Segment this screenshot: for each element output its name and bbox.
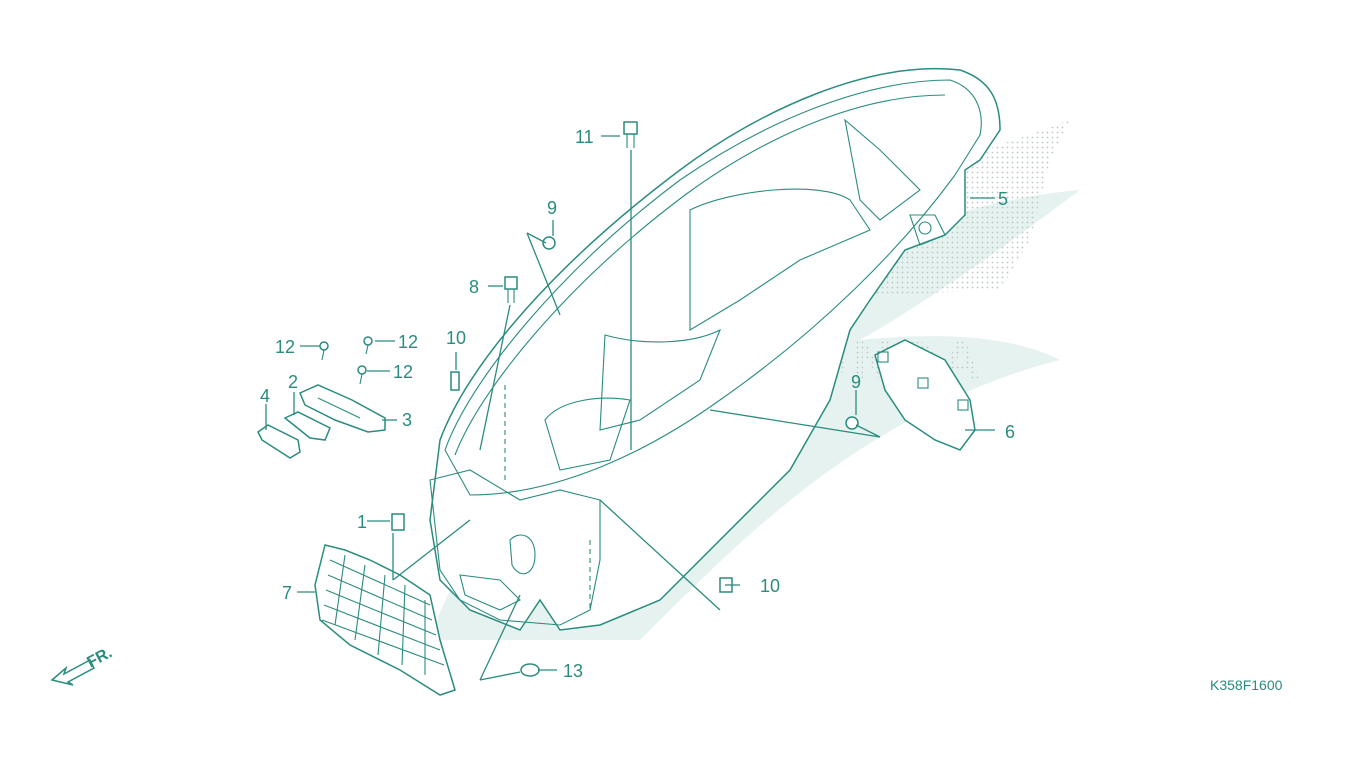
small-brackets bbox=[257, 384, 386, 459]
callouts: 11 9 8 10 12 12 12 4 2 3 1 7 9 10 13 6 5 bbox=[260, 127, 1015, 681]
callout-6: 6 bbox=[1005, 422, 1015, 442]
callout-7: 7 bbox=[282, 583, 292, 603]
callout-5: 5 bbox=[998, 189, 1008, 209]
callout-10-top: 10 bbox=[446, 328, 466, 348]
callout-2: 2 bbox=[288, 372, 298, 392]
part-2-plate bbox=[283, 411, 331, 441]
callout-10-bottom: 10 bbox=[760, 576, 780, 596]
callout-12-right-lower: 12 bbox=[393, 362, 413, 382]
callout-9-right: 9 bbox=[851, 372, 861, 392]
grille-panel-part bbox=[314, 544, 456, 696]
callout-3: 3 bbox=[402, 410, 412, 430]
front-direction-indicator: FR. bbox=[50, 644, 115, 686]
callout-12-right-upper: 12 bbox=[398, 332, 418, 352]
callout-9-top: 9 bbox=[547, 198, 557, 218]
callout-13: 13 bbox=[563, 661, 583, 681]
diagram-code: K358F1600 bbox=[1210, 677, 1283, 693]
part-3-bracket bbox=[299, 384, 386, 433]
front-arrow-icon bbox=[50, 658, 95, 686]
leader-lines bbox=[265, 135, 995, 681]
callout-11: 11 bbox=[575, 127, 594, 147]
part-4-plate bbox=[257, 424, 301, 459]
rear-cover-part bbox=[874, 339, 976, 451]
callout-1: 1 bbox=[357, 512, 367, 532]
callout-8: 8 bbox=[469, 277, 479, 297]
callout-4: 4 bbox=[260, 386, 270, 406]
callout-12-left: 12 bbox=[275, 337, 295, 357]
fasteners bbox=[319, 121, 859, 677]
